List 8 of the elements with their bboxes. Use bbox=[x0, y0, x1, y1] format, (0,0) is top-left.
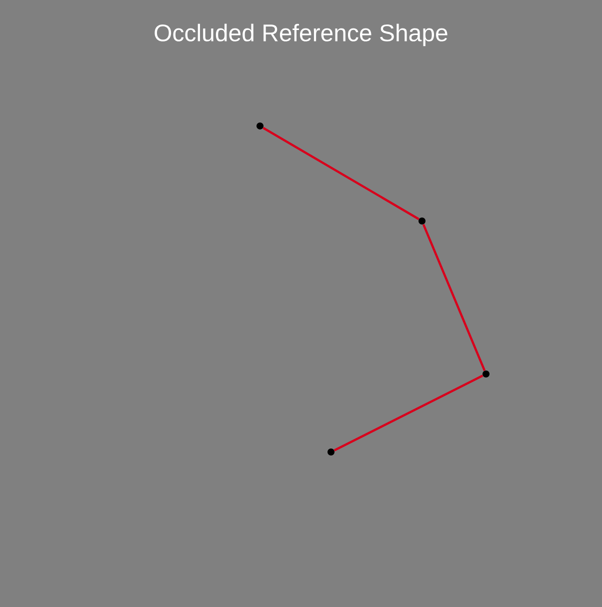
line-segment bbox=[262, 126, 420, 220]
point-marker bbox=[482, 370, 490, 378]
line-segment bbox=[334, 374, 484, 452]
point-marker bbox=[256, 122, 264, 130]
point-marker bbox=[328, 448, 334, 456]
line-segment bbox=[422, 224, 486, 371]
title: Occluded Reference Shape bbox=[154, 24, 448, 46]
point-marker bbox=[418, 218, 426, 224]
